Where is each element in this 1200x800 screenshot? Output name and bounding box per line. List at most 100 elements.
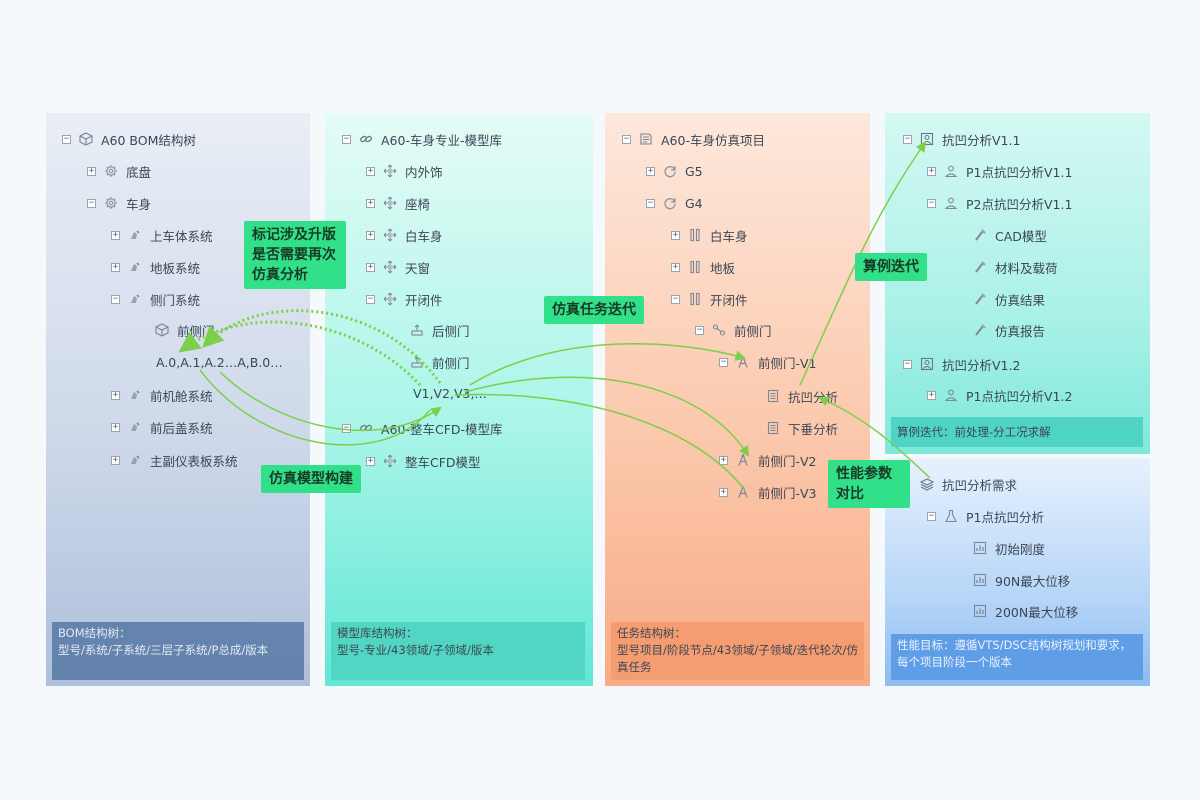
task-item-front-door-v3[interactable]: + 前侧门-V3: [719, 481, 817, 503]
callout-perf-compare: 性能参数 对比: [828, 460, 910, 508]
expand-toggle[interactable]: +: [927, 165, 936, 176]
collapse-toggle[interactable]: −: [903, 358, 912, 369]
collapse-toggle[interactable]: −: [622, 133, 631, 144]
collapse-toggle[interactable]: −: [62, 133, 71, 144]
case-item-label: CAD模型: [995, 228, 1047, 244]
case-tree-root[interactable]: − 抗凹分析V1.1: [903, 128, 1020, 150]
model-item-rear-door[interactable]: 后侧门: [410, 319, 470, 341]
callout-task-iteration: 仿真任务迭代: [544, 296, 644, 324]
model-item-front-door[interactable]: 前侧门: [410, 351, 470, 373]
model-item-biw[interactable]: + 白车身: [366, 224, 443, 246]
task-item-floor[interactable]: + 地板: [671, 256, 735, 278]
task-item-sag-analysis[interactable]: 下垂分析: [766, 417, 838, 439]
cube-icon: [155, 323, 169, 337]
bom-item-chassis[interactable]: + 底盘: [87, 160, 151, 182]
case-item-result[interactable]: 仿真结果: [973, 288, 1045, 310]
model-tree-root-cfd[interactable]: − A60-整车CFD-模型库: [342, 417, 503, 439]
bars-icon: [688, 260, 702, 274]
collapse-toggle[interactable]: −: [342, 422, 351, 433]
bom-item-upper-body[interactable]: + 上车体系统: [111, 224, 213, 246]
chart-icon: [973, 604, 987, 618]
task-item-front-door[interactable]: − 前侧门: [695, 319, 772, 341]
case-item-p2[interactable]: − P2点抗凹分析V1.1: [927, 192, 1072, 214]
case-item-label: 仿真报告: [995, 323, 1046, 339]
case-tree-root-v12[interactable]: − 抗凹分析V1.2: [903, 353, 1020, 375]
case-item-label: P1点抗凹分析V1.2: [966, 388, 1073, 404]
collapse-toggle[interactable]: −: [927, 510, 936, 521]
model-item-seat[interactable]: + 座椅: [366, 192, 430, 214]
task-item-label: 前侧门: [734, 323, 772, 339]
expand-toggle[interactable]: +: [111, 421, 120, 432]
expand-toggle[interactable]: +: [719, 486, 728, 497]
perf-item-90n[interactable]: 90N最大位移: [973, 569, 1070, 591]
collapse-toggle[interactable]: −: [927, 197, 936, 208]
task-item-g4[interactable]: − G4: [646, 192, 703, 214]
case-item-material[interactable]: 材料及载荷: [973, 256, 1058, 278]
perf-footer: 性能目标：遵循VTS/DSC结构树规划和要求，每个项目阶段一个版本: [891, 634, 1143, 680]
case-item-p1[interactable]: + P1点抗凹分析V1.1: [927, 160, 1072, 182]
expand-toggle[interactable]: +: [671, 261, 680, 272]
expand-toggle[interactable]: +: [111, 454, 120, 465]
expand-toggle[interactable]: +: [111, 261, 120, 272]
case-item-cad[interactable]: CAD模型: [973, 224, 1047, 246]
collapse-toggle[interactable]: −: [646, 197, 655, 208]
collapse-toggle[interactable]: −: [695, 324, 704, 335]
model-item-label: 内外饰: [405, 164, 443, 180]
bom-item-body[interactable]: − 车身: [87, 192, 151, 214]
bom-item-front-cabin[interactable]: + 前机舱系统: [111, 384, 213, 406]
expand-toggle[interactable]: +: [719, 454, 728, 465]
bom-item-hood[interactable]: + 前后盖系统: [111, 416, 213, 438]
collapse-toggle[interactable]: −: [87, 197, 96, 208]
model-item-sunroof[interactable]: + 天窗: [366, 256, 430, 278]
task-item-front-door-v2[interactable]: + 前侧门-V2: [719, 449, 817, 471]
collapse-toggle[interactable]: −: [342, 133, 351, 144]
task-item-closures[interactable]: − 开闭件: [671, 288, 748, 310]
collapse-toggle[interactable]: −: [671, 293, 680, 304]
perf-item-label: 初始刚度: [995, 541, 1046, 557]
bom-tree-root[interactable]: − A60 BOM结构树: [62, 128, 196, 150]
bom-item-dashboard[interactable]: + 主副仪表板系统: [111, 449, 238, 471]
expand-toggle[interactable]: +: [366, 165, 375, 176]
task-item-g5[interactable]: + G5: [646, 160, 703, 182]
model-tree-root[interactable]: − A60-车身专业-模型库: [342, 128, 502, 150]
case-item-p1-v12[interactable]: + P1点抗凹分析V1.2: [927, 384, 1072, 406]
expand-toggle[interactable]: +: [366, 229, 375, 240]
perf-tree-root[interactable]: − 抗凹分析需求: [903, 473, 1017, 495]
model-item-trim[interactable]: + 内外饰: [366, 160, 443, 182]
collapse-toggle[interactable]: −: [903, 133, 912, 144]
brush-icon: [973, 260, 987, 274]
perf-item-200n[interactable]: 200N最大位移: [973, 600, 1078, 622]
collapse-toggle[interactable]: −: [366, 293, 375, 304]
expand-toggle[interactable]: +: [671, 229, 680, 240]
doc-icon: [766, 389, 780, 403]
bom-item-floor[interactable]: + 地板系统: [111, 256, 200, 278]
doc-icon: [766, 421, 780, 435]
expand-toggle[interactable]: +: [366, 455, 375, 466]
perf-item-stiffness[interactable]: 初始刚度: [973, 537, 1045, 559]
collapse-toggle[interactable]: −: [719, 356, 728, 367]
model-item-label: 前侧门: [432, 355, 470, 371]
task-item-biw[interactable]: + 白车身: [671, 224, 748, 246]
collapse-toggle[interactable]: −: [111, 293, 120, 304]
perf-item-label: P1点抗凹分析: [966, 509, 1044, 525]
expand-toggle[interactable]: +: [366, 197, 375, 208]
task-item-front-door-v1[interactable]: − 前侧门-V1: [719, 351, 817, 373]
callout-line: 是否需要再次: [252, 247, 336, 263]
expand-toggle[interactable]: +: [646, 165, 655, 176]
expand-toggle[interactable]: +: [366, 261, 375, 272]
expand-toggle[interactable]: +: [111, 229, 120, 240]
expand-toggle[interactable]: +: [87, 165, 96, 176]
refresh-icon: [663, 164, 677, 178]
model-footer-title: 模型库结构树：: [337, 626, 418, 640]
model-item-closures[interactable]: − 开闭件: [366, 288, 443, 310]
bom-item-side-door[interactable]: − 侧门系统: [111, 288, 200, 310]
part-icon: [128, 388, 142, 402]
bom-item-front-door[interactable]: 前侧门: [155, 319, 215, 341]
expand-toggle[interactable]: +: [111, 389, 120, 400]
case-item-report[interactable]: 仿真报告: [973, 319, 1045, 341]
expand-toggle[interactable]: +: [927, 389, 936, 400]
task-item-dent-analysis[interactable]: 抗凹分析: [766, 385, 838, 407]
perf-item-p1[interactable]: − P1点抗凹分析: [927, 505, 1044, 527]
task-tree-root[interactable]: − A60-车身仿真项目: [622, 128, 765, 150]
model-item-cfd[interactable]: + 整车CFD模型: [366, 450, 481, 472]
